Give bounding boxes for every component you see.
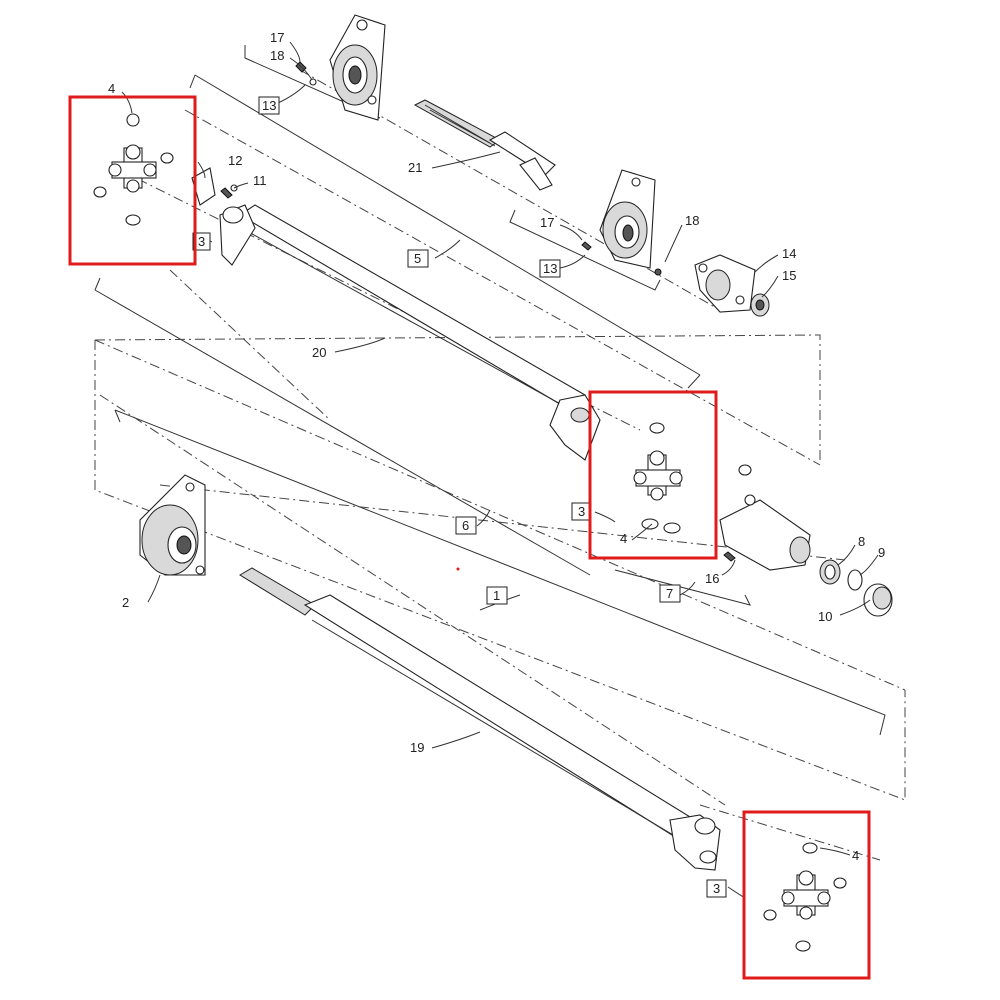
highlight-box-upper-left bbox=[68, 95, 197, 266]
callout-9: 9 bbox=[878, 545, 885, 560]
leader-lines bbox=[121, 41, 879, 899]
callouts: 17 18 4 12 11 21 17 18 14 15 20 8 9 10 4… bbox=[108, 30, 885, 863]
assembly-brackets bbox=[94, 45, 906, 861]
highlight-boxes bbox=[68, 95, 871, 980]
seal-8 bbox=[819, 559, 841, 585]
propeller-shaft-19 bbox=[239, 567, 721, 871]
highlight-box-middle bbox=[588, 390, 718, 560]
callout-11: 11 bbox=[253, 173, 267, 188]
center-bearing-2 bbox=[139, 474, 206, 576]
callout-18-upper: 18 bbox=[270, 48, 284, 63]
callout-3-upper-left: 3 bbox=[198, 234, 205, 249]
callout-19: 19 bbox=[410, 740, 424, 755]
callout-5: 5 bbox=[414, 251, 421, 266]
callout-17-lower: 17 bbox=[540, 215, 554, 230]
grease-fitting-11 bbox=[220, 184, 238, 199]
callout-4-middle: 4 bbox=[620, 531, 627, 546]
center-bearing-upper bbox=[329, 14, 386, 121]
callout-8: 8 bbox=[858, 534, 865, 549]
callout-4-upper-left: 4 bbox=[108, 81, 115, 96]
nut-15 bbox=[750, 293, 770, 317]
callout-1: 1 bbox=[493, 588, 500, 603]
u-joint-lower-right bbox=[763, 842, 847, 952]
highlight-box-lower-right bbox=[742, 810, 871, 980]
callout-21: 21 bbox=[408, 160, 422, 175]
boxed-callouts: 13 3 5 13 6 3 7 1 3 bbox=[192, 96, 727, 898]
flange-yoke-14 bbox=[694, 254, 756, 313]
callout-17-upper: 17 bbox=[270, 30, 284, 45]
callout-13-upper: 13 bbox=[262, 98, 276, 113]
splined-shaft-21 bbox=[413, 99, 556, 191]
boot-10 bbox=[863, 583, 893, 617]
callout-3-lower-right: 3 bbox=[713, 881, 720, 896]
center-bearing-lower bbox=[581, 169, 662, 276]
slip-yoke-7 bbox=[719, 464, 811, 571]
callout-7: 7 bbox=[666, 586, 673, 601]
callout-6: 6 bbox=[462, 518, 469, 533]
marker-dot bbox=[456, 567, 460, 571]
callout-15: 15 bbox=[782, 268, 796, 283]
ring-9 bbox=[847, 569, 863, 591]
callout-13-lower: 13 bbox=[543, 261, 557, 276]
clip-12 bbox=[191, 167, 216, 206]
callout-20: 20 bbox=[312, 345, 326, 360]
callout-4-lower-right: 4 bbox=[852, 848, 859, 863]
callout-12: 12 bbox=[228, 153, 242, 168]
u-joint-upper-left bbox=[93, 113, 174, 226]
propeller-tube-20 bbox=[219, 204, 601, 461]
callout-2: 2 bbox=[122, 595, 129, 610]
callout-18-lower: 18 bbox=[685, 213, 699, 228]
callout-10: 10 bbox=[818, 609, 832, 624]
u-joint-middle bbox=[633, 422, 683, 534]
callout-16: 16 bbox=[705, 571, 719, 586]
callout-3-middle: 3 bbox=[578, 504, 585, 519]
callout-14: 14 bbox=[782, 246, 796, 261]
